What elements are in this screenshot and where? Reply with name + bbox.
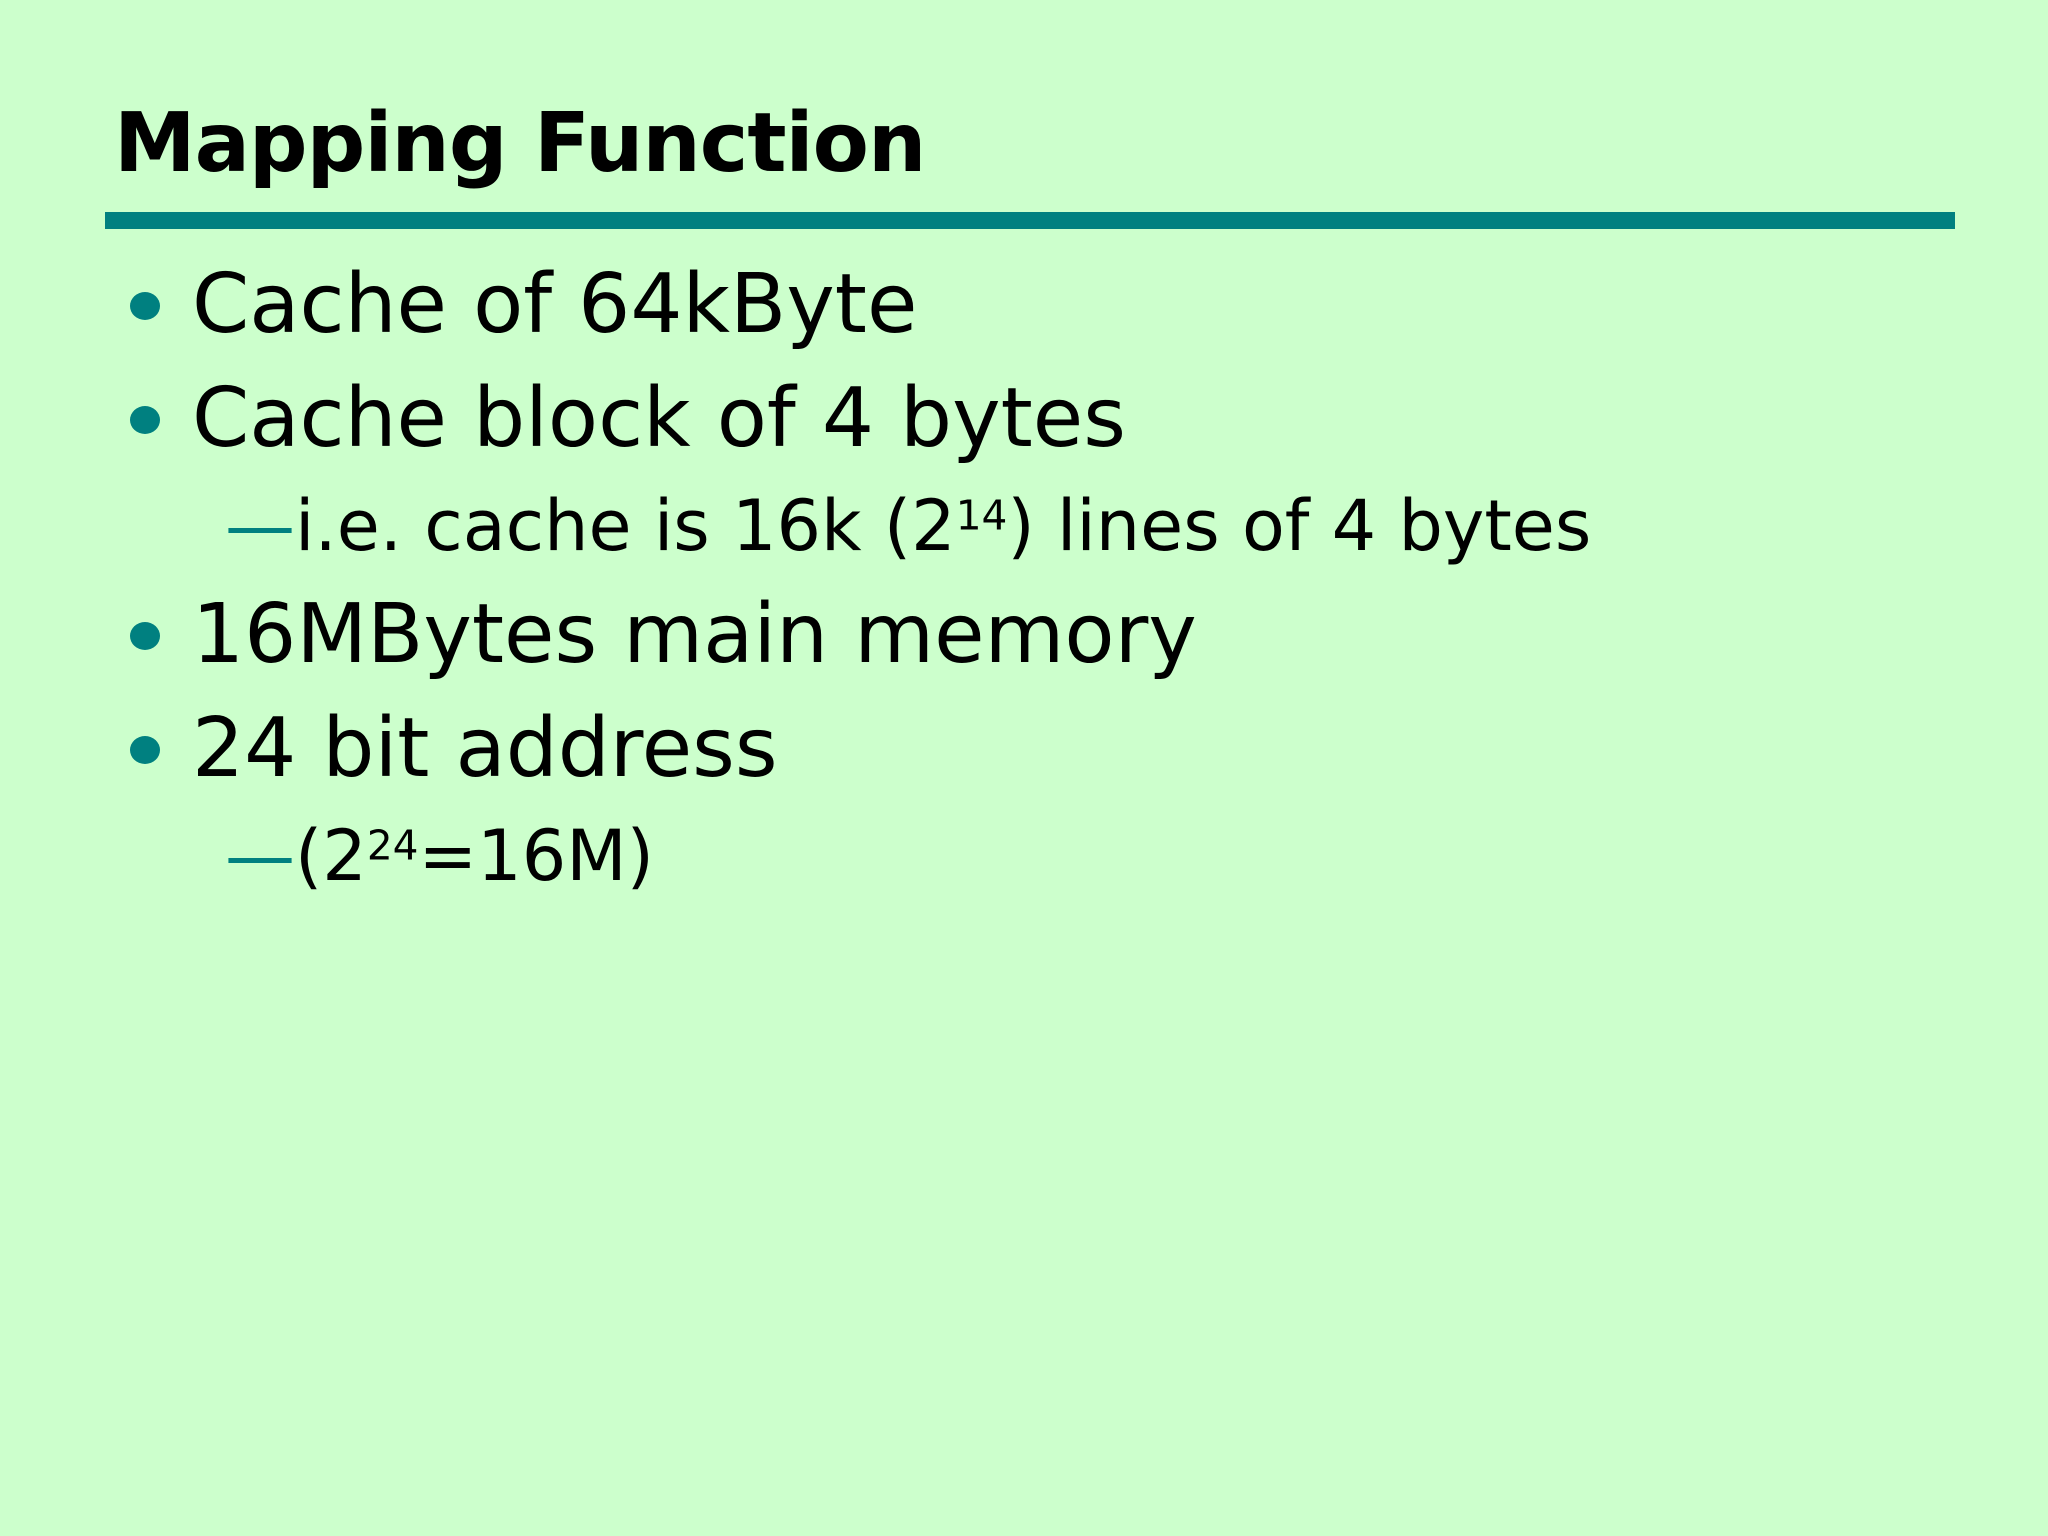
bullet-dot-icon — [130, 406, 160, 434]
bullet-dot-icon — [130, 292, 160, 320]
superscript: 24 — [366, 821, 419, 870]
bullet-text: (224=16M) — [295, 815, 654, 897]
bullet-text: 24 bit address — [192, 700, 778, 796]
sub-bullet-item: —i.e. cache is 16k (214) lines of 4 byte… — [130, 475, 2008, 577]
bullet-item: Cache of 64kByte — [130, 247, 2008, 361]
bullet-text: i.e. cache is 16k (214) lines of 4 bytes — [295, 485, 1592, 567]
slide-title: Mapping Function — [114, 96, 926, 191]
bullet-item: Cache block of 4 bytes — [130, 361, 2008, 475]
sub-bullet-item: —(224=16M) — [130, 805, 2008, 907]
dash-icon: — — [225, 815, 295, 897]
bullet-text: Cache of 64kByte — [192, 256, 918, 352]
bullet-item: 16MBytes main memory — [130, 577, 2008, 691]
bullet-dot-icon — [130, 736, 160, 764]
bullet-text: 16MBytes main memory — [192, 586, 1197, 682]
dash-icon: — — [225, 485, 295, 567]
superscript: 14 — [955, 491, 1008, 540]
bullet-text: Cache block of 4 bytes — [192, 370, 1126, 466]
bullet-item: 24 bit address — [130, 691, 2008, 805]
title-underline — [105, 212, 1955, 229]
bullet-dot-icon — [130, 622, 160, 650]
